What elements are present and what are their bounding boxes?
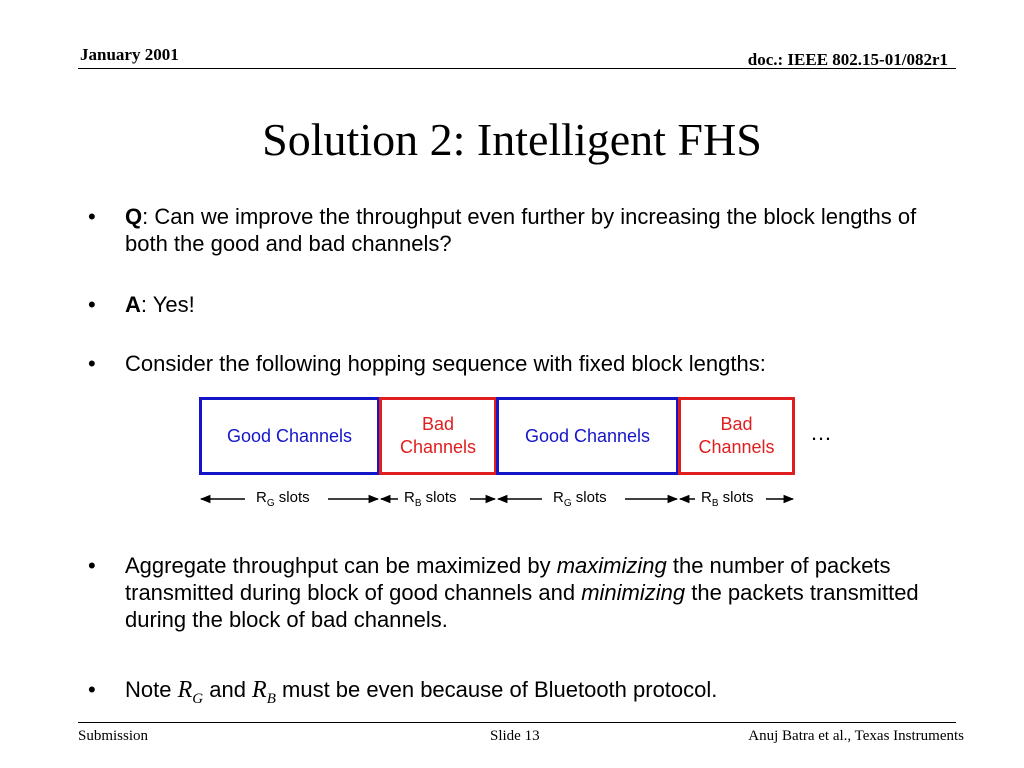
footer-rule <box>78 722 956 723</box>
block-bad-channels-1: Bad Channels <box>379 397 497 475</box>
question-text: : Can we improve the throughput even fur… <box>125 204 917 256</box>
block-bad-channels-2: Bad Channels <box>678 397 795 475</box>
footer-submission: Submission <box>78 728 149 744</box>
answer-marker: A <box>125 292 141 317</box>
variable-rb: RB <box>252 677 276 707</box>
footer-slide-number: Slide 13 <box>490 728 540 744</box>
header-date: January 2001 <box>80 45 179 64</box>
answer-text: : Yes! <box>140 292 195 317</box>
bullet-dot: • <box>88 351 96 376</box>
variable-rg: RG <box>177 677 204 707</box>
bullet-text: A: Yes! <box>125 291 945 318</box>
slot-label-rg-2: RG slots <box>553 489 607 509</box>
consider-text: Consider the following hopping sequence … <box>125 351 766 376</box>
bullet-dot: • <box>88 677 96 702</box>
block-label: Bad Channels <box>399 414 477 457</box>
slide-title: Solution 2: Intelligent FHS <box>262 114 762 165</box>
block-label: Good Channels <box>524 425 651 446</box>
bullet-dot: • <box>88 553 96 578</box>
block-label: Bad Channels <box>698 414 775 457</box>
question-marker: Q <box>125 204 143 229</box>
footer-author: Anuj Batra et al., Texas Instruments <box>748 728 964 744</box>
emphasis-maximizing: maximizing <box>556 553 667 578</box>
block-good-channels-2: Good Channels <box>496 397 679 475</box>
ellipsis: … <box>810 420 832 445</box>
bullet-dot: • <box>88 292 96 317</box>
note-text: Note RG and RB must be even because of B… <box>125 677 718 707</box>
emphasis-minimizing: minimizing <box>581 580 686 605</box>
bullet-text: Q: Can we improve the throughput even fu… <box>125 203 945 257</box>
block-label: Good Channels <box>226 425 353 446</box>
header-doc-id: doc.: IEEE 802.15-01/082r1 <box>747 50 948 69</box>
header-rule <box>78 68 956 69</box>
bullet-dot: • <box>88 204 96 229</box>
aggregate-text: Aggregate throughput can be maximized by… <box>125 553 919 632</box>
slot-label-rb-2: RB slots <box>701 489 754 509</box>
slot-label-rb-1: RB slots <box>404 489 457 509</box>
block-good-channels-1: Good Channels <box>199 397 380 475</box>
slot-label-rg-1: RG slots <box>256 489 310 509</box>
